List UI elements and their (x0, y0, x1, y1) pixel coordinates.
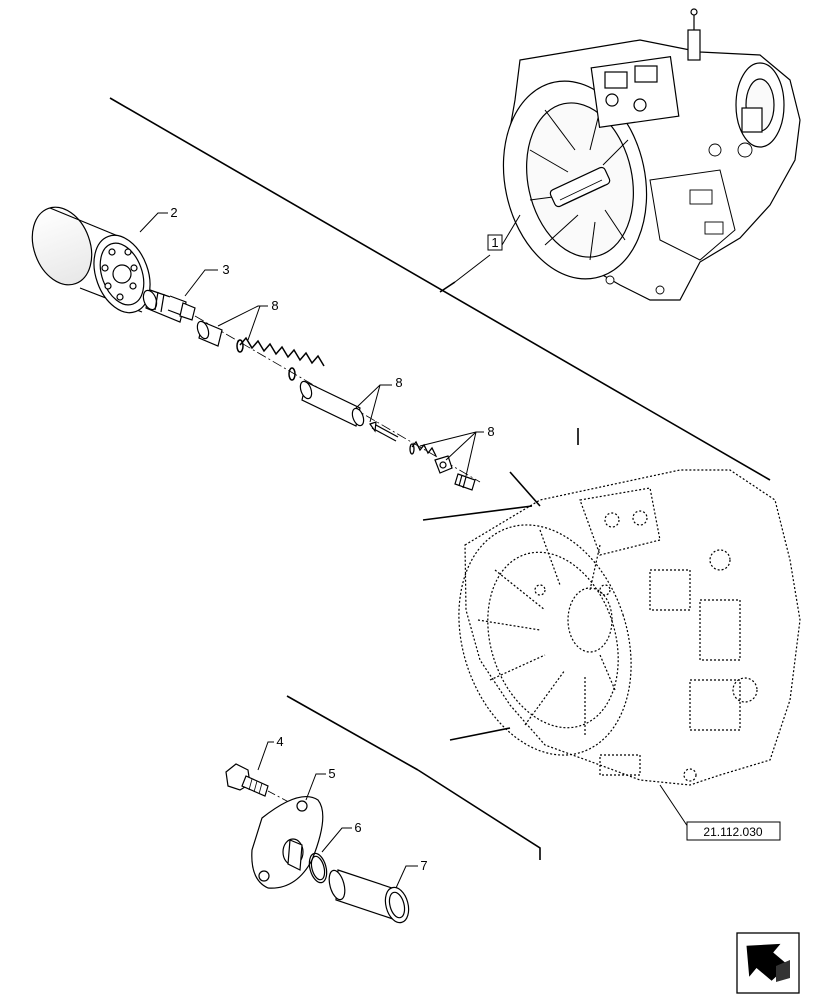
callout-7: 7 (420, 858, 427, 873)
callout-1: 1 (491, 235, 498, 250)
part-3-adapter (142, 289, 196, 323)
callout-3: 3 (222, 262, 229, 277)
callout-8-b: 8 (395, 375, 402, 390)
transmission-housing-dotted (458, 469, 801, 786)
callout-3-leader (184, 269, 218, 297)
pointer-lines (449, 471, 541, 741)
reference-box[interactable] (686, 821, 781, 841)
transmission-assembly-top (502, 8, 801, 301)
exit-arrow-icon[interactable] (736, 932, 800, 994)
callout-8-leaders (217, 305, 484, 477)
part-6-o-ring (308, 852, 328, 884)
reference-link[interactable]: 21.112.030 (703, 825, 762, 839)
callout-7-leader (395, 865, 418, 889)
callout-1-leader (454, 214, 521, 283)
callout-5-leader (305, 773, 326, 801)
callout-ref-leader (659, 784, 691, 831)
callout-6-leader (321, 827, 352, 853)
callout-2: 2 (170, 205, 177, 220)
part-2-oil-filter (31, 206, 151, 314)
callout-8-a: 8 (271, 298, 278, 313)
callout-6: 6 (354, 820, 361, 835)
part-5-flange-cover (251, 796, 324, 889)
callout-5: 5 (328, 766, 335, 781)
callout-4: 4 (276, 734, 283, 749)
callout-2-leader (139, 212, 168, 233)
callout-8-c: 8 (487, 424, 494, 439)
part-8-valve-kit (196, 320, 476, 491)
callout-1-box (487, 234, 503, 251)
part-7-sleeve (328, 869, 410, 924)
bolt-axis (267, 790, 301, 809)
callout-4-leader (257, 741, 274, 771)
part-4-bolt (225, 763, 269, 797)
section-lines (109, 97, 771, 860)
